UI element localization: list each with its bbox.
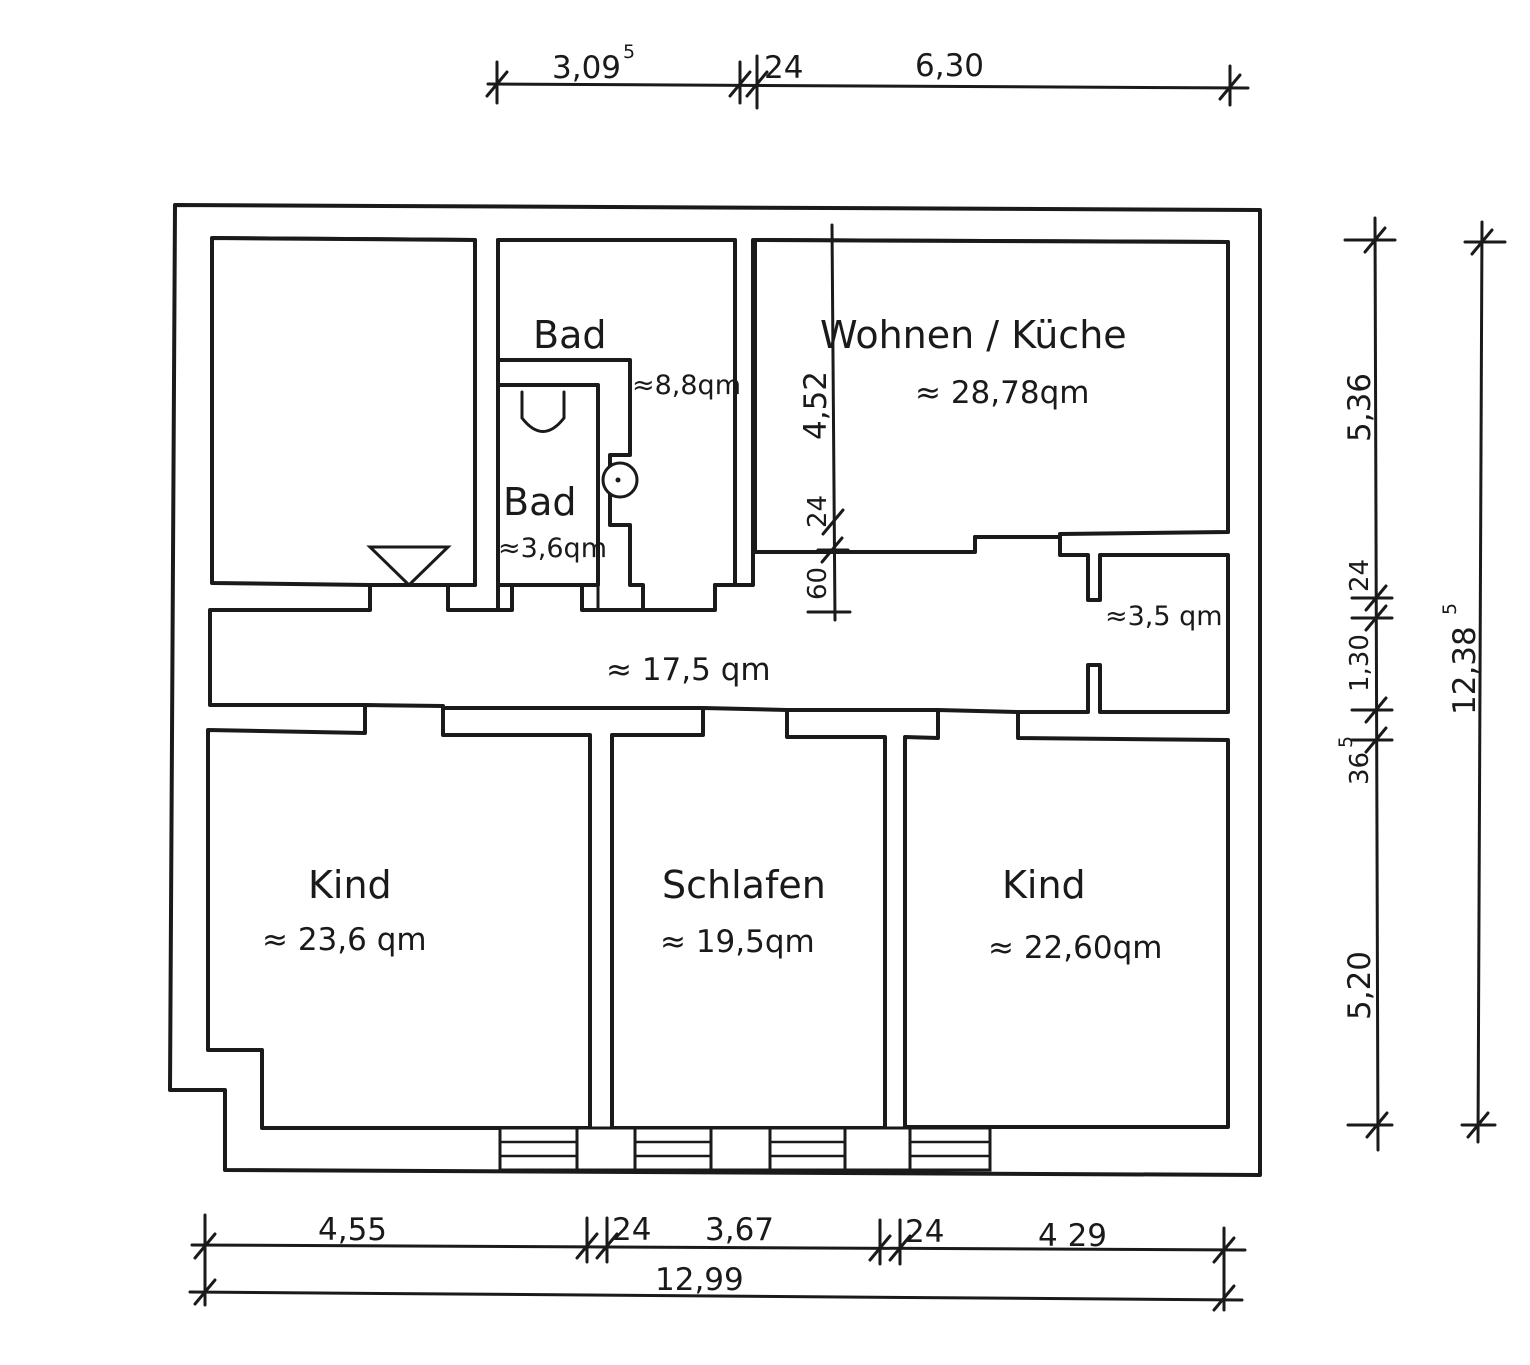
dim-right-5: 5,20 <box>1342 951 1378 1020</box>
label-kind-left: Kind <box>308 863 392 907</box>
dim-bottom-1: 4,55 <box>318 1212 387 1248</box>
pillar <box>709 1126 772 1172</box>
dim-bottom-3: 3,67 <box>705 1212 774 1248</box>
dim-bottom-5: 4 29 <box>1038 1218 1107 1254</box>
dim-right-total: 12,38 <box>1447 626 1483 715</box>
pillar <box>843 1126 912 1172</box>
room-kind-left <box>206 703 592 1130</box>
dim-right-3: 1,30 <box>1345 634 1375 692</box>
window-schlafen-left <box>633 1126 713 1172</box>
dimension-right-total <box>1460 220 1507 1144</box>
room-schlafen <box>610 706 887 1130</box>
label-schlafen: Schlafen <box>662 863 826 907</box>
room-kind-right <box>903 708 1230 1129</box>
area-flur: ≈ 17,5 qm <box>606 652 771 688</box>
entrance-triangle-icon <box>366 545 452 588</box>
wall-line <box>210 581 372 587</box>
window-kind-right <box>908 1126 992 1172</box>
dim-bottom-2: 24 <box>612 1212 651 1248</box>
area-kind-right: ≈ 22,60qm <box>988 930 1162 966</box>
dimension-top <box>485 54 1250 110</box>
dim-right-4: 36 <box>1345 752 1375 785</box>
dimension-interior <box>806 223 852 622</box>
dim-right-4-sup: 5 <box>1335 736 1357 748</box>
area-schlafen: ≈ 19,5qm <box>660 924 815 960</box>
window-kind-left <box>498 1126 579 1172</box>
label-bad-main: Bad <box>533 313 606 357</box>
dim-interior-1: 4,52 <box>798 371 834 440</box>
label-kind-right: Kind <box>1002 863 1086 907</box>
dim-right-total-sup: 5 <box>1439 603 1461 615</box>
dim-bottom-total: 12,99 <box>655 1262 744 1298</box>
dimension-right-inner <box>1343 216 1397 1152</box>
area-bad-small: ≈3,6qm <box>498 533 607 564</box>
dim-right-2: 24 <box>1345 559 1375 592</box>
dim-top-1: 3,09 <box>552 50 621 86</box>
area-wohnen-kueche: ≈ 28,78qm <box>915 375 1089 411</box>
pillar <box>575 1126 637 1172</box>
label-wohnen-kueche: Wohnen / Küche <box>820 313 1127 357</box>
dim-top-1-sup: 5 <box>623 41 635 63</box>
window-schlafen-right <box>768 1126 847 1172</box>
toilet-icon <box>520 390 566 433</box>
room-storage-left <box>210 236 477 612</box>
dimension-bottom <box>188 1213 1247 1312</box>
dim-right-1: 5,36 <box>1342 373 1378 442</box>
dim-top-2: 24 <box>764 50 803 86</box>
area-kind-left: ≈ 23,6 qm <box>262 922 427 958</box>
dim-interior-2: 24 <box>803 495 833 528</box>
area-abstell: ≈3,5 qm <box>1105 601 1223 632</box>
dim-top-3: 6,30 <box>915 48 984 84</box>
area-bad-main: ≈8,8qm <box>632 370 741 401</box>
label-bad-small: Bad <box>503 480 576 524</box>
dim-interior-3: 60 <box>803 567 833 600</box>
dim-bottom-4: 24 <box>905 1214 944 1250</box>
